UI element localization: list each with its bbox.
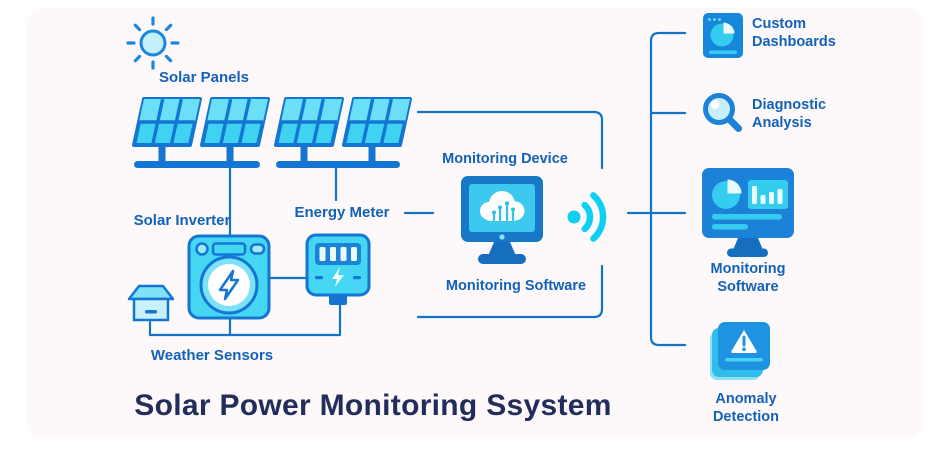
monitoring-device-icon: [461, 176, 543, 264]
output-trunk: [649, 31, 687, 347]
magnifier-icon: [703, 93, 742, 132]
bolt-icon: [218, 269, 240, 301]
output-label-line: Diagnostic: [752, 97, 827, 113]
sun-icon: [126, 16, 180, 70]
diagnostic-analysis-label: Diagnostic Analysis: [752, 96, 826, 132]
monitor-chart-icon: [702, 168, 794, 257]
bolt-icon: [332, 267, 344, 287]
connector-lines: [148, 31, 687, 347]
output-label-line: Software: [717, 279, 779, 295]
energy-meter-icon: [305, 233, 371, 305]
monitoring-software-label: Monitoring Software: [445, 278, 587, 294]
energy-meter-label: Energy Meter: [294, 204, 390, 221]
monitoring-device-label: Monitoring Device: [442, 151, 568, 167]
anomaly-detection-label: Anomaly Detection: [713, 390, 779, 426]
output-label-line: Detection: [712, 409, 780, 425]
weather-station-icon: [127, 284, 175, 322]
output-label-line: Custom: [752, 16, 806, 32]
weather-sensors-label: Weather Sensors: [150, 347, 274, 364]
output-label-line: Monitoring: [710, 261, 786, 277]
bracket-bottom: [416, 264, 604, 319]
output-label-line: Anomaly: [715, 391, 777, 407]
bracket-top: [416, 110, 604, 170]
solar-panels-icon: [132, 97, 412, 168]
wifi-signal-icon: [567, 192, 607, 242]
solar-panels-label: Solar Panels: [158, 69, 250, 86]
output-label-line: Dashboards: [752, 34, 836, 50]
solar-inverter-icon: [187, 234, 271, 320]
custom-dashboards-label: Custom Dashboards: [752, 15, 836, 51]
monitoring-software-output-label: Monitoring Software: [711, 260, 786, 296]
warning-stack-icon: [710, 322, 770, 380]
dashboard-icon: [703, 13, 743, 58]
diagram-title: Solar Power Monitoring Ssystem: [134, 389, 612, 422]
output-label-line: Analysis: [752, 115, 812, 131]
cloud-analytics-icon: [480, 191, 525, 222]
solar-inverter-label: Solar Inverter: [133, 212, 231, 229]
